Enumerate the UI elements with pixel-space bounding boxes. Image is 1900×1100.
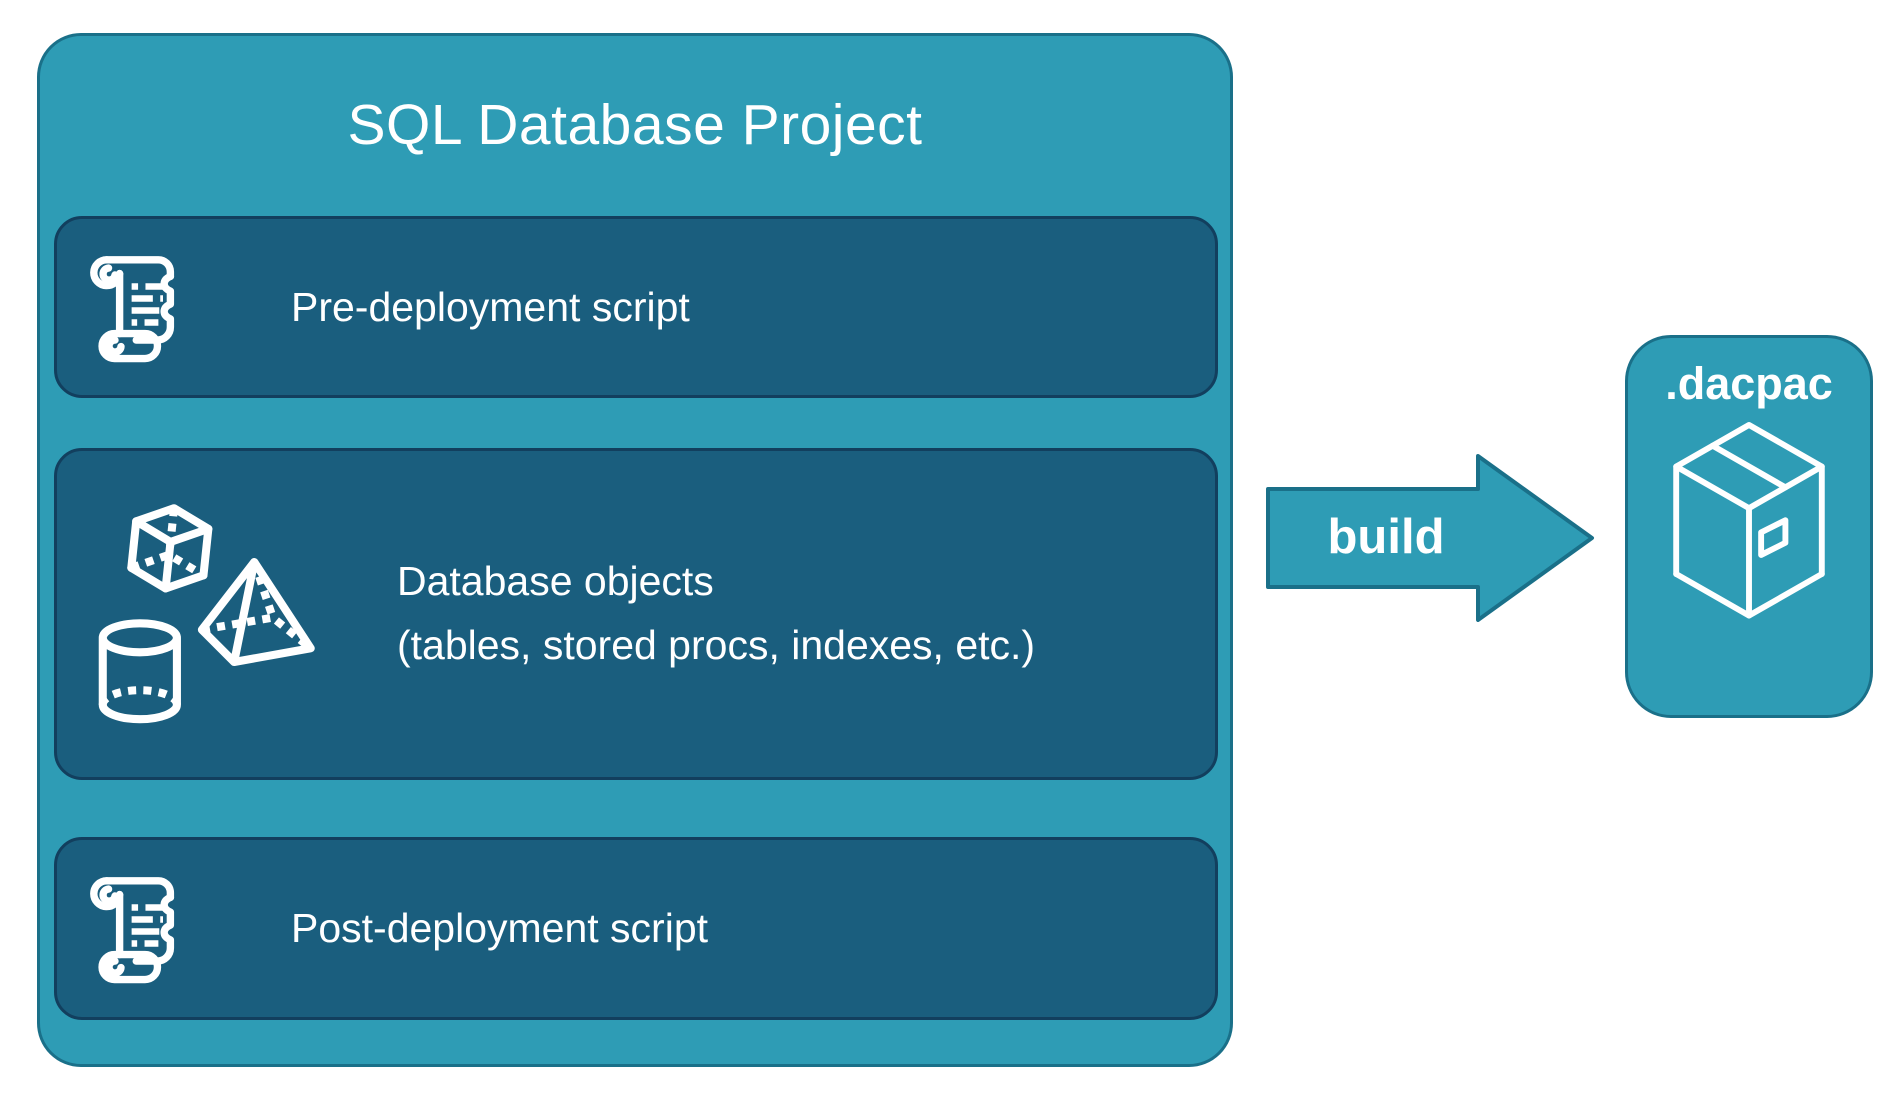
pre-deployment-script-box: Pre-deployment script	[54, 216, 1218, 398]
database-objects-box: Database objects (tables, stored procs, …	[54, 448, 1218, 780]
database-objects-label-line1: Database objects	[397, 558, 714, 605]
database-objects-label-line2: (tables, stored procs, indexes, etc.)	[397, 622, 1036, 668]
geometric-shapes-icon	[79, 479, 343, 750]
build-label: build	[1327, 510, 1445, 564]
build-arrow: build	[1266, 452, 1596, 622]
package-icon	[1661, 410, 1837, 631]
dacpac-label: .dacpac	[1665, 358, 1833, 409]
dacpac-box: .dacpac	[1625, 335, 1873, 718]
project-title: SQL Database Project	[347, 93, 923, 157]
post-deployment-script-box: Post-deployment script	[54, 837, 1218, 1020]
scroll-icon	[79, 243, 199, 372]
pre-deployment-label: Pre-deployment script	[291, 283, 690, 330]
sql-database-project-box: SQL Database Project	[37, 33, 1233, 1067]
database-objects-label: Database objects (tables, stored procs, …	[397, 550, 1035, 677]
post-deployment-label: Post-deployment script	[291, 905, 709, 951]
scroll-icon	[79, 864, 199, 993]
right-arrow-icon	[1266, 454, 1594, 622]
